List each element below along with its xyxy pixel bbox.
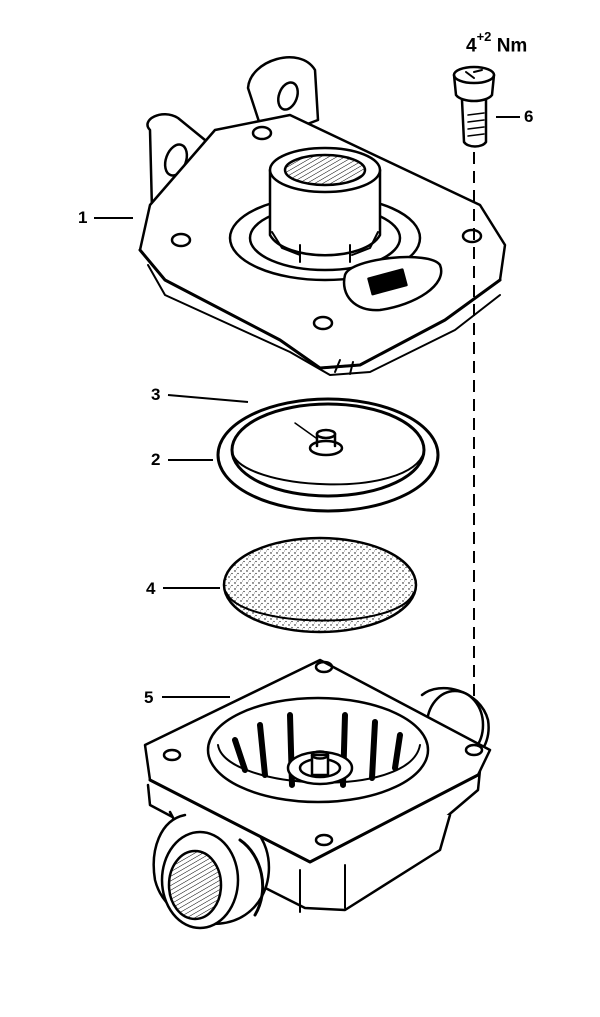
label-part-6: 6 [524,107,534,126]
torque-tolerance: +2 [476,29,492,44]
screw [452,65,496,148]
label-part-3: 3 [151,385,161,404]
label-part-5: 5 [144,688,154,707]
lower-body [143,658,492,930]
label-part-2: 2 [151,450,161,469]
filter-disc [222,536,418,634]
label-part-1: 1 [78,208,88,227]
torque-unit: Nm [496,35,528,57]
label-part-4: 4 [146,579,156,598]
upper-housing [138,56,507,376]
valve-stem [294,422,344,457]
torque-spec: 4+2 Nm [466,29,528,57]
leader-lines [94,116,520,698]
torque-value: 4 [466,35,477,57]
